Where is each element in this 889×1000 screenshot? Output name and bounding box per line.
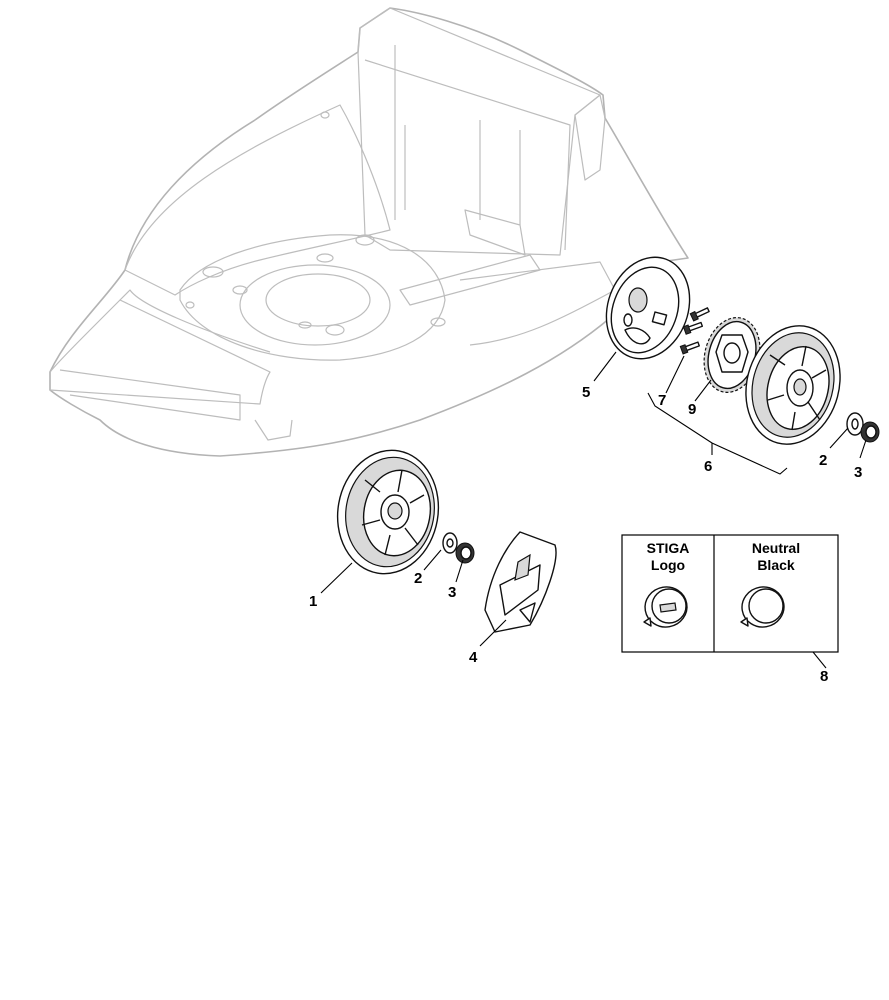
- callout-4: 4: [469, 649, 478, 666]
- stiga-logo-label-line2: Logo: [650, 557, 686, 573]
- neutral-black-label-line1: Neutral: [751, 540, 801, 556]
- neutral-black-cap-icon: [740, 586, 785, 628]
- stiga-logo-cap-icon: [643, 586, 688, 628]
- neutral-black-label: Neutral Black: [714, 540, 838, 574]
- front-nut-icon: [455, 542, 475, 564]
- screw-icon: [679, 307, 710, 355]
- rear-nut-icon: [860, 421, 880, 443]
- callout-3-rear: 3: [854, 464, 862, 481]
- front-wheel-icon: [336, 449, 440, 575]
- callout-7: 7: [658, 392, 666, 409]
- mower-deck-icon: [49, 7, 689, 457]
- leader-lines: [320, 351, 867, 669]
- option-box: [621, 534, 839, 653]
- callout-6: 6: [704, 458, 712, 475]
- front-washer-icon: [442, 532, 458, 554]
- rear-washer-icon: [846, 412, 864, 436]
- callout-9: 9: [688, 401, 696, 418]
- callout-8: 8: [820, 668, 828, 685]
- callout-5: 5: [582, 384, 590, 401]
- callout-numbers: 1 2 3 4 5 6 7 8 9 2 3: [309, 384, 862, 685]
- callout-2-front: 2: [414, 570, 422, 587]
- callout-2-rear: 2: [819, 452, 827, 469]
- gear-icon: [703, 317, 761, 393]
- stiga-logo-label: STIGA Logo: [622, 540, 714, 574]
- neutral-black-label-line2: Black: [757, 557, 795, 573]
- rear-hubcap-icon: [605, 256, 691, 360]
- rear-wheel-icon: [745, 325, 841, 445]
- front-hubcap-icon: [484, 531, 557, 633]
- stiga-logo-label-line1: STIGA: [646, 540, 690, 556]
- callout-1: 1: [309, 593, 317, 610]
- callout-3-front: 3: [448, 584, 456, 601]
